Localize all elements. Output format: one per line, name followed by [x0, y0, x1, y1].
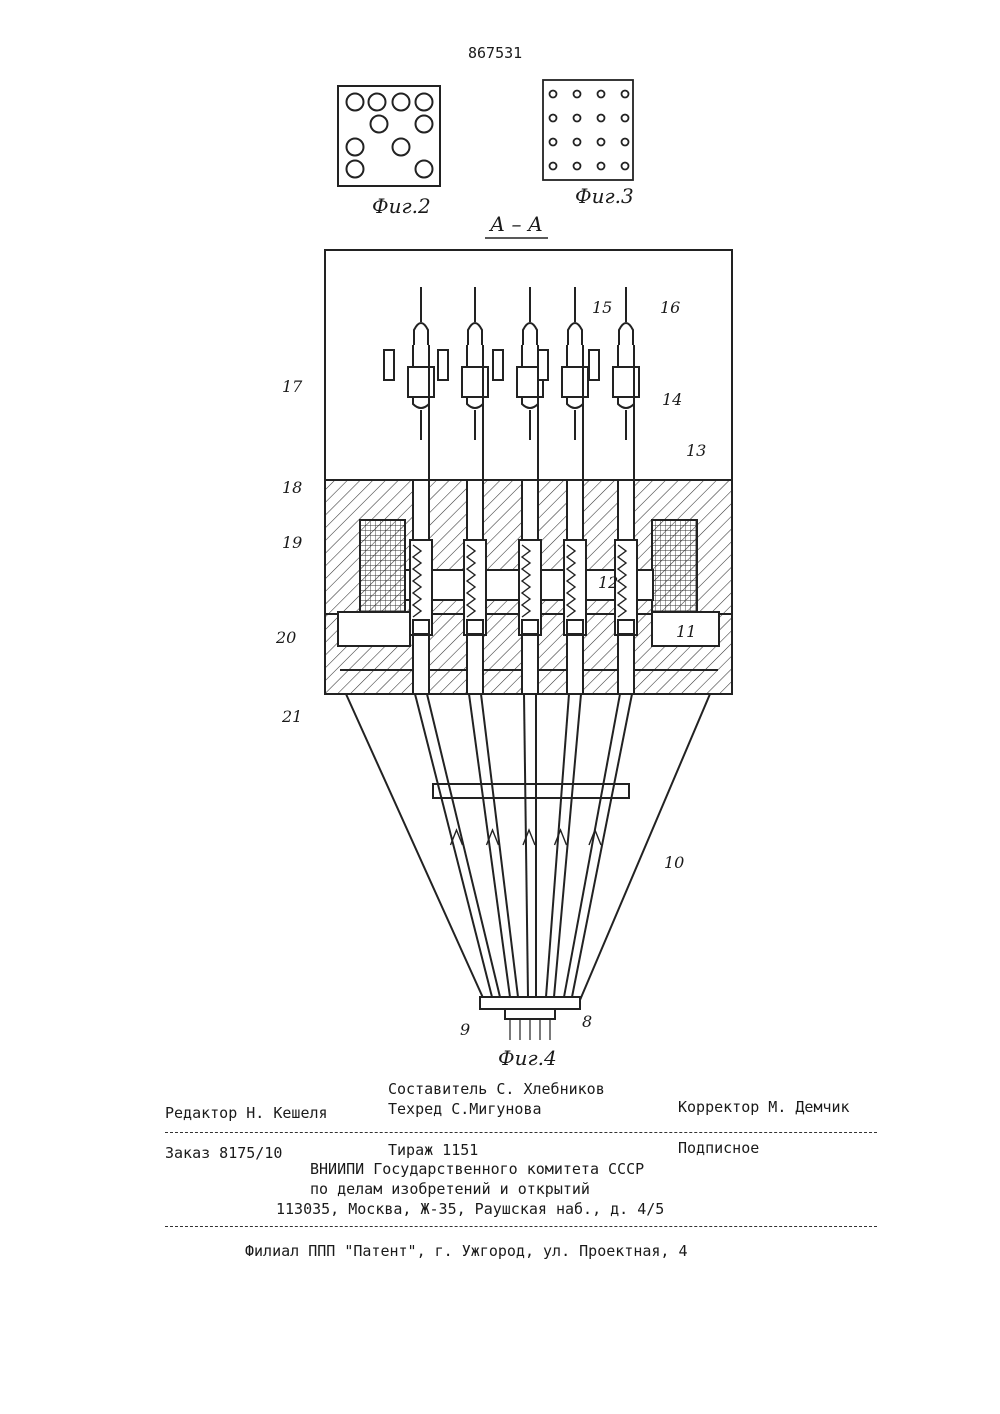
ref-14: 14	[662, 390, 682, 409]
fig4-caption: Фиг.4	[498, 1046, 557, 1070]
ref-13: 13	[686, 441, 706, 460]
compiler: Составитель С. Хлебников	[388, 1080, 605, 1098]
ref-20: 20	[276, 628, 296, 647]
ref-9: 9	[460, 1020, 470, 1039]
ref-8: 8	[582, 1012, 592, 1031]
editor: Редактор Н. Кешеля	[165, 1104, 328, 1122]
order: Заказ 8175/10	[165, 1144, 282, 1162]
figure-4	[325, 250, 732, 1040]
org-line-1: ВНИИПИ Государственного комитета СССР	[310, 1160, 644, 1178]
section-label: А – А	[490, 212, 543, 236]
ref-16: 16	[660, 298, 680, 317]
divider-1	[165, 1132, 877, 1133]
ref-17: 17	[282, 377, 302, 396]
ref-12: 12	[598, 573, 618, 592]
divider-2	[165, 1226, 877, 1227]
ref-19: 19	[282, 533, 302, 552]
circulation: Тираж 1151	[388, 1141, 478, 1159]
ref-15: 15	[592, 298, 612, 317]
ref-18: 18	[282, 478, 302, 497]
org-line-3: 113035, Москва, Ж-35, Раушская наб., д. …	[276, 1200, 664, 1218]
techred: Техред С.Мигунова	[388, 1100, 542, 1118]
fig3-caption: Фиг.3	[575, 184, 634, 208]
org-line-2: по делам изобретений и открытий	[310, 1180, 590, 1198]
ref-21: 21	[282, 707, 302, 726]
branch: Филиал ППП "Патент", г. Ужгород, ул. Про…	[245, 1242, 688, 1260]
subscription: Подписное	[678, 1139, 759, 1157]
figure-2	[338, 86, 440, 186]
ref-11: 11	[676, 622, 696, 641]
fig2-caption: Фиг.2	[372, 194, 431, 218]
corrector: Корректор М. Демчик	[678, 1098, 850, 1116]
figure-3	[543, 80, 633, 180]
ref-10: 10	[664, 853, 684, 872]
